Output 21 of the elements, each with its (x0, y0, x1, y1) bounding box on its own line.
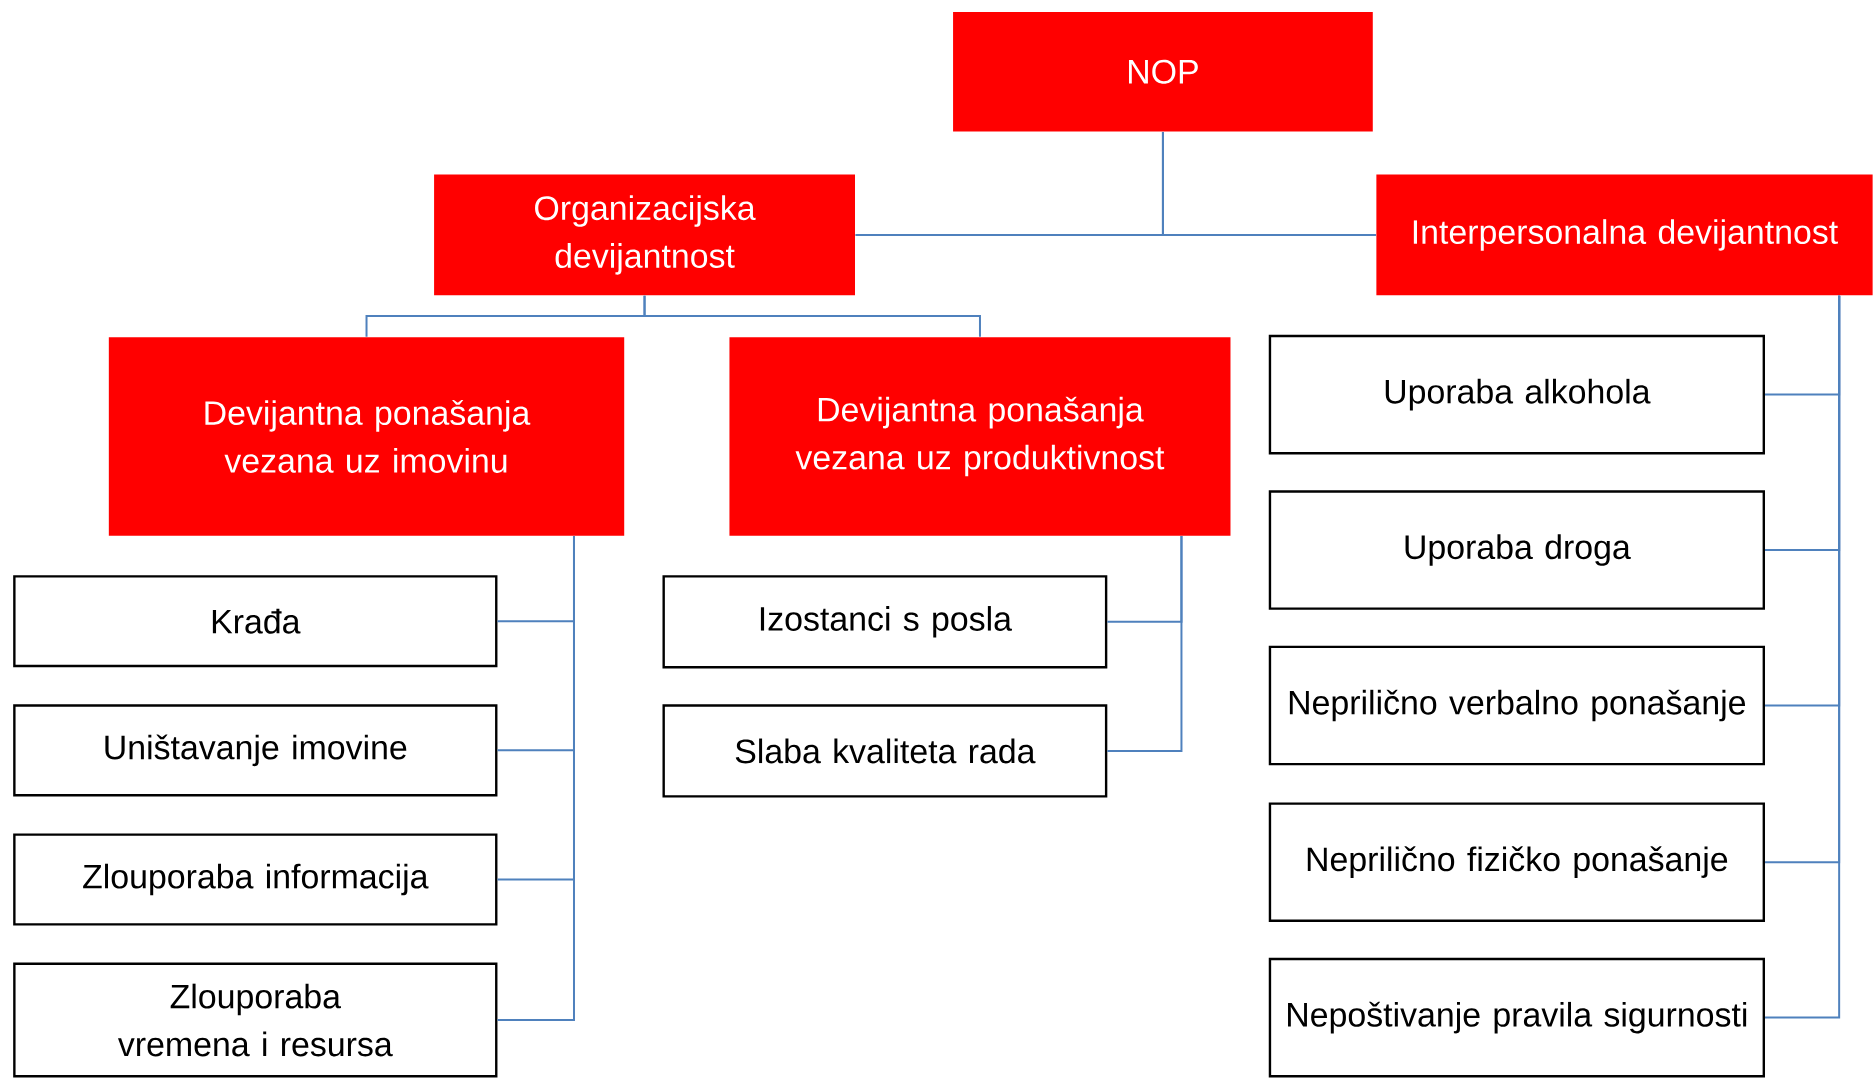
behavior-box: Zlouporaba vremena i resursa (13, 962, 498, 1078)
behavior-box: Krađa (13, 575, 498, 668)
category-box: Devijantna ponašanja vezana uz imovinu (108, 337, 625, 536)
behavior-box: Uporaba alkohola (1268, 335, 1765, 455)
connector-line (643, 294, 981, 338)
behavior-box: Neprilično fizičko ponašanje (1268, 802, 1765, 923)
behavior-box: Zlouporaba informacija (13, 833, 498, 926)
category-box: Devijantna ponašanja vezana uz produktivnost (729, 337, 1231, 536)
behavior-box: Uporaba droga (1268, 490, 1765, 611)
behavior-box: Nepoštivanje pravila sigurnosti (1268, 958, 1765, 1078)
connector-line (1764, 294, 1841, 1019)
behavior-box: Neprilično verbalno ponašanje (1268, 645, 1765, 766)
category-box: NOP (953, 12, 1373, 132)
behavior-box: Izostanci s posla (662, 575, 1108, 669)
behavior-box: Slaba kvaliteta rada (662, 704, 1108, 798)
category-box: Organizacijska devijantnost (434, 174, 855, 296)
connector-line (1106, 535, 1183, 753)
behavior-box: Uništavanje imovine (13, 704, 498, 797)
connector-line (1161, 131, 1377, 237)
connector-line (496, 535, 575, 1022)
category-box: Interpersonalna devijantnost (1376, 174, 1873, 296)
